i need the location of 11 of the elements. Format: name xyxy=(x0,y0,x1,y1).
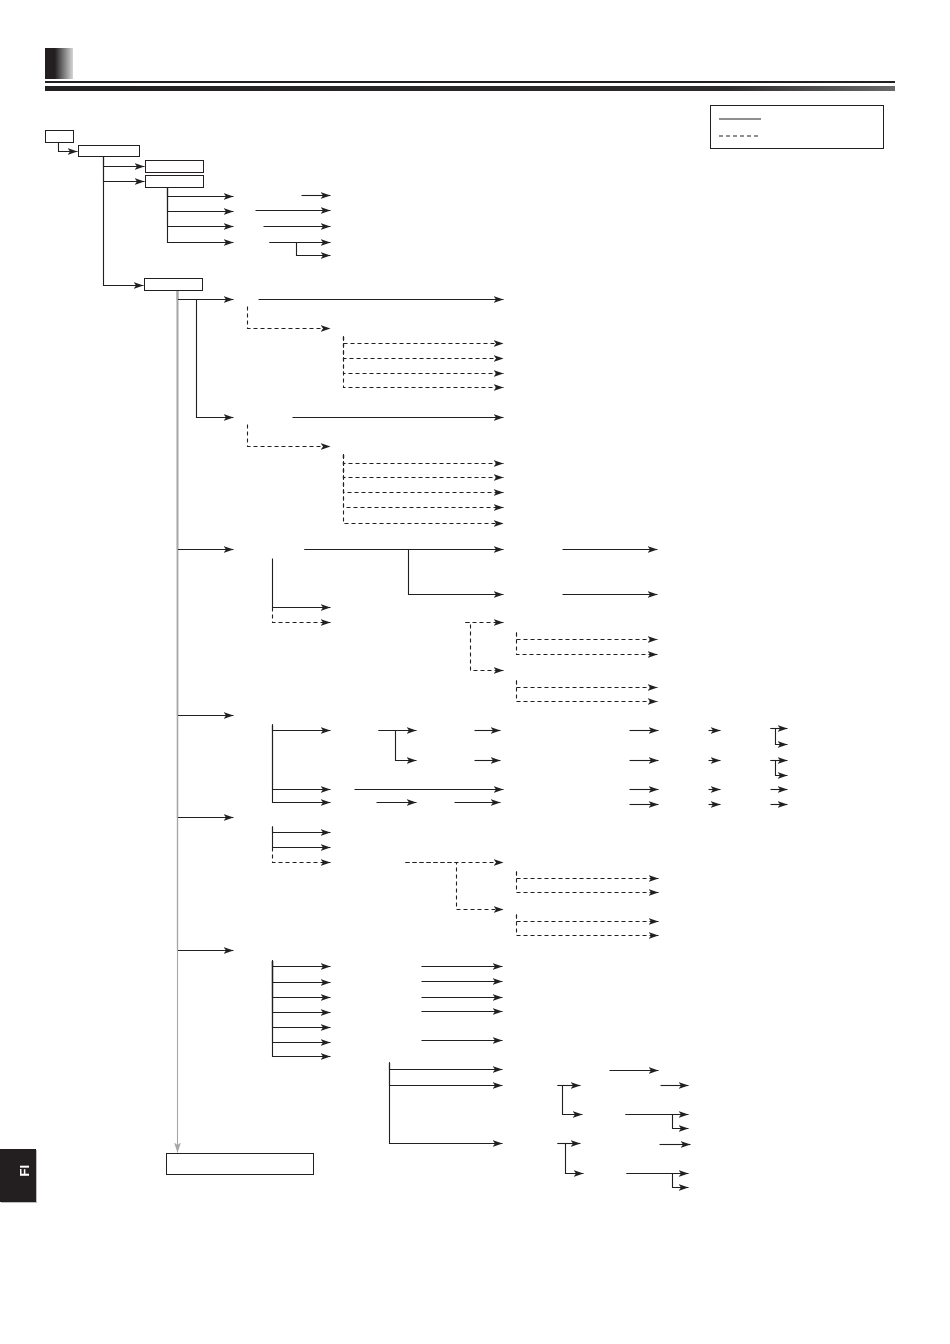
arrow xyxy=(174,289,181,1154)
blank-box xyxy=(78,145,140,157)
blank-box xyxy=(144,278,203,291)
arrow xyxy=(102,155,145,289)
blank-box xyxy=(166,1153,314,1175)
blank-box xyxy=(145,160,204,173)
blank-box xyxy=(145,175,204,188)
arrow xyxy=(166,186,235,246)
arrow xyxy=(57,141,79,155)
blank-box xyxy=(45,130,74,143)
tab-label: FI xyxy=(18,1165,31,1177)
